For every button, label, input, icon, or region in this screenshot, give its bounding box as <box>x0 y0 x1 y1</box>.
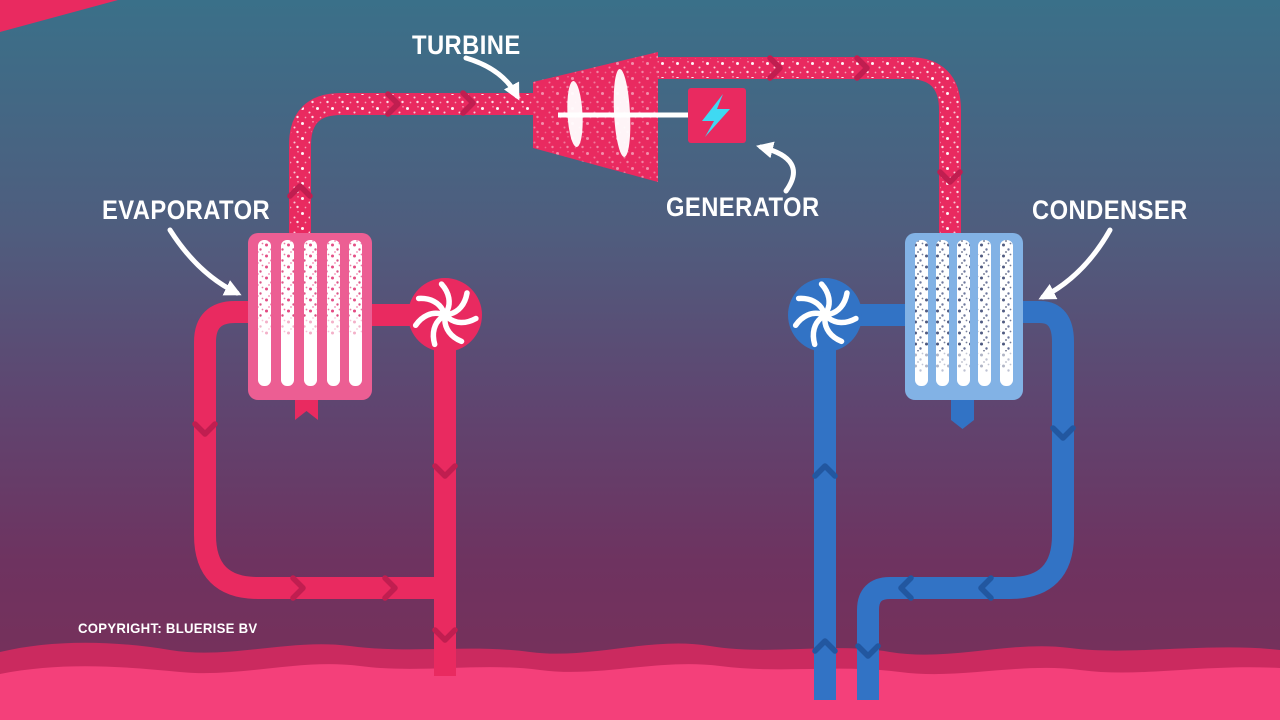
cold-water-pump <box>788 278 862 352</box>
pinwheel-pump-icon <box>792 281 859 348</box>
generator-label: GENERATOR <box>666 192 820 222</box>
flow-arrows-pink <box>192 55 963 643</box>
warm-water-pump <box>408 278 482 352</box>
lightning-bolt-icon <box>702 94 730 137</box>
vapor-sparkle-overlay-right <box>655 58 960 245</box>
label-pointer-arrows <box>167 55 1113 300</box>
evaporator-label: EVAPORATOR <box>102 195 271 225</box>
evaporator-unit <box>248 233 372 420</box>
condenser-tab <box>951 396 974 429</box>
evaporator-tab <box>295 396 318 420</box>
turbine-blades <box>567 69 631 157</box>
vapor-piping <box>289 57 961 250</box>
condenser-unit <box>905 233 1023 429</box>
terrain-front-wave <box>0 664 1280 720</box>
generator-pointer-arrow <box>756 141 796 194</box>
evaporator-pointer-arrow <box>167 227 242 296</box>
flow-arrows-blue <box>812 425 1076 659</box>
pipe-warm-intake-loop <box>194 301 448 599</box>
turbine-label: TURBINE <box>412 30 521 60</box>
evaporator-tubes <box>258 240 362 386</box>
corner-accent <box>0 0 118 32</box>
copyright-text: COPYRIGHT: BLUERISE BV <box>78 620 258 636</box>
condenser-tubes <box>915 240 1013 386</box>
vapor-sparkle-overlay-left <box>290 94 536 250</box>
pipe-cold-loop <box>857 301 1074 700</box>
condenser-label: CONDENSER <box>1032 195 1188 225</box>
turbine-pointer-arrow <box>463 55 520 101</box>
seafloor-terrain <box>0 642 1280 720</box>
pipe-vapor-evaporator-to-turbine <box>289 93 536 250</box>
condenser-pointer-arrow <box>1038 227 1113 300</box>
pinwheel-pump-icon <box>412 281 479 348</box>
